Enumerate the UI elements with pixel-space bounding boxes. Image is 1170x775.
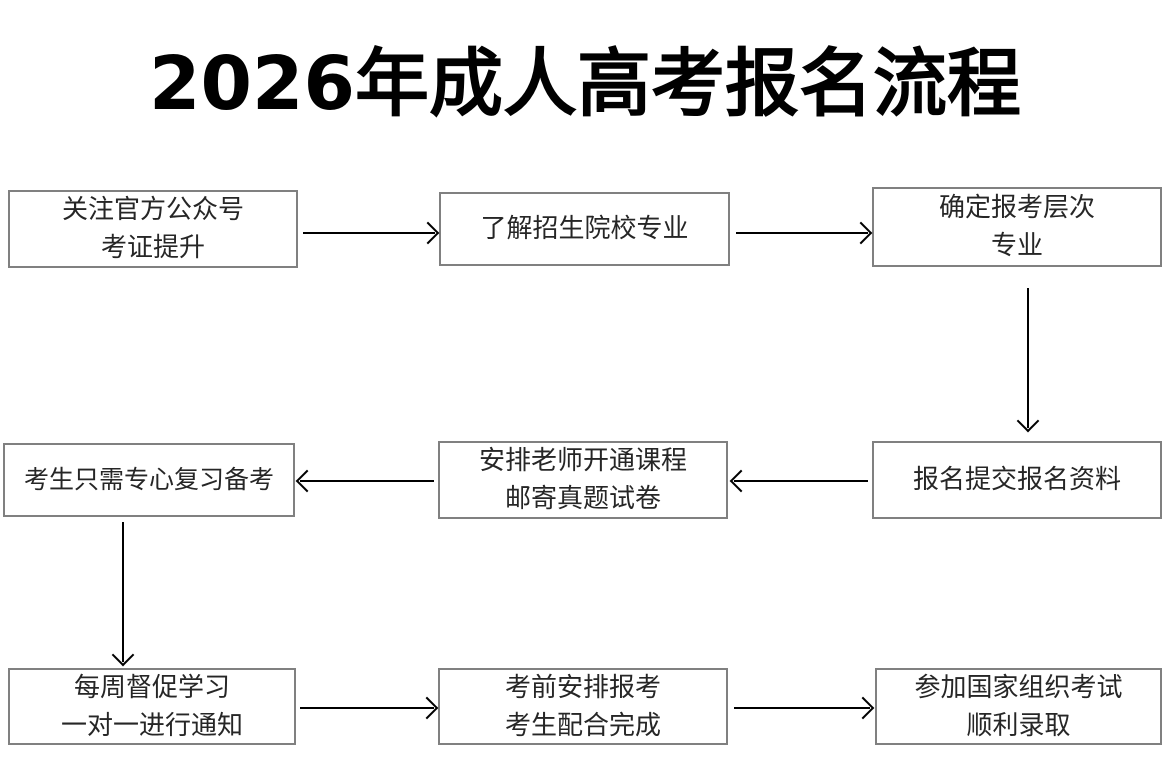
arrow-shaft-horizontal [736, 232, 868, 234]
flow-node-label: 考生只需专心复习备考 [23, 465, 274, 494]
flow-node-label: 考证提升 [100, 233, 205, 263]
flow-node-label: 一对一进行通知 [60, 710, 243, 741]
arrow-head-right-icon [416, 221, 440, 245]
arrow-shaft-horizontal [300, 707, 434, 709]
flow-node-national-exam-admission[interactable]: 参加国家组织考试顺利录取 [875, 668, 1162, 745]
arrow-node7-to-node8 [300, 696, 439, 720]
flow-node-label: 考前安排报考 [504, 672, 661, 703]
flow-node-label: 报名提交报名资料 [912, 465, 1121, 495]
flow-node-label: 每周督促学习 [73, 672, 230, 703]
arrow-node5-to-node4 [295, 469, 434, 493]
flow-node-label: 确定报考层次 [938, 193, 1095, 223]
arrow-head-left-icon [295, 469, 319, 493]
arrow-node4-to-node7 [111, 522, 135, 667]
arrow-head-left-icon [729, 469, 753, 493]
flow-node-label: 参加国家组织考试 [914, 672, 1123, 703]
flow-node-pre-exam-registration[interactable]: 考前安排报考考生配合完成 [438, 668, 728, 745]
arrow-node8-to-node9 [734, 696, 875, 720]
arrow-shaft-horizontal [734, 480, 868, 482]
arrow-shaft-vertical [1027, 288, 1029, 428]
arrow-shaft-horizontal [734, 707, 870, 709]
flow-node-follow-official-account[interactable]: 关注官方公众号考证提升 [8, 190, 298, 268]
arrow-shaft-vertical [122, 522, 124, 662]
flow-node-submit-registration-materials[interactable]: 报名提交报名资料 [872, 441, 1162, 519]
flow-node-learn-schools-majors[interactable]: 了解招生院校专业 [439, 192, 730, 266]
flow-node-label: 了解招生院校专业 [480, 214, 689, 244]
arrow-head-right-icon [851, 696, 875, 720]
flow-node-weekly-study-supervision[interactable]: 每周督促学习一对一进行通知 [8, 668, 296, 745]
arrow-head-right-icon [849, 221, 873, 245]
page-title: 2026年成人高考报名流程 [149, 41, 1021, 127]
flow-node-student-focus-review[interactable]: 考生只需专心复习备考 [3, 443, 295, 517]
flow-node-label: 邮寄真题试卷 [504, 484, 661, 514]
arrow-head-down-icon [111, 643, 135, 667]
flow-node-label: 专业 [990, 231, 1043, 261]
arrow-node2-to-node3 [736, 221, 873, 245]
arrow-head-down-icon [1016, 409, 1040, 433]
arrow-node3-to-node6 [1016, 288, 1040, 433]
arrow-node6-to-node5 [729, 469, 868, 493]
arrow-node1-to-node2 [303, 221, 440, 245]
flow-node-label: 考生配合完成 [504, 710, 661, 741]
flow-node-teacher-course-mail-papers[interactable]: 安排老师开通课程邮寄真题试卷 [438, 441, 728, 519]
flow-node-label: 关注官方公众号 [61, 195, 244, 225]
flow-node-confirm-level-major[interactable]: 确定报考层次专业 [872, 187, 1162, 267]
flow-node-label: 顺利录取 [966, 710, 1071, 741]
arrow-shaft-horizontal [300, 480, 434, 482]
arrow-shaft-horizontal [303, 232, 435, 234]
arrow-head-right-icon [415, 696, 439, 720]
flow-node-label: 安排老师开通课程 [478, 446, 687, 476]
